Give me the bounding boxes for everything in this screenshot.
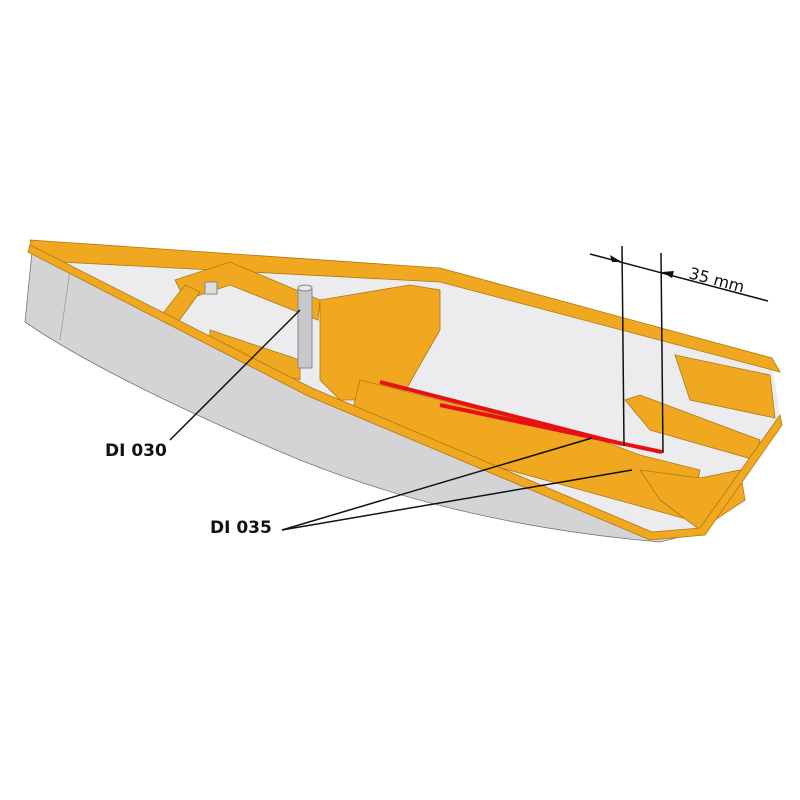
bow-panel: [674, 354, 776, 419]
highlight-strip-2: [439, 403, 663, 454]
near-gunwale: [27, 244, 783, 541]
dimension-label: 35 mm: [687, 264, 747, 297]
hull-side: [24, 251, 701, 543]
leader-lines: [169, 309, 633, 531]
callout-di-030: DI 030: [105, 441, 167, 461]
internal-frames: [149, 261, 761, 531]
mast-tube: [204, 281, 313, 369]
callout-di-035: DI 035: [210, 518, 272, 538]
